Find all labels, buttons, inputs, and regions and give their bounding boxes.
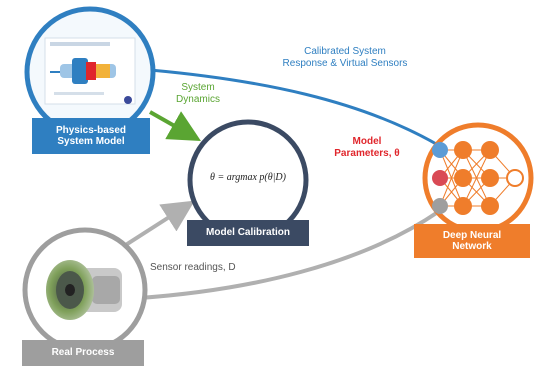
real-process-node [22,227,148,366]
calibrated-response-label: Calibrated System Response & Virtual Sen… [250,46,440,69]
deep-neural-network-title: Deep Neural Network [414,224,530,258]
calibrated-response-line [149,68,439,147]
model-parameters-line2: Parameters, θ [334,147,400,159]
system-dynamics-label: System Dynamics [160,82,236,105]
model-parameters-label: Model Parameters, θ [312,136,422,159]
real-process-title: Real Process [51,347,115,359]
calibrated-response-line1: Calibrated System [304,46,386,57]
physics-model-node [24,6,156,154]
model-calibration-title: Model Calibration [206,227,290,239]
sensor-readings-label: Sensor readings, D [150,262,236,273]
physics-model-title: Physics-based System Model [32,118,150,154]
physics-model-title-line2: System Model [57,136,125,147]
system-dynamics-line2: Dynamics [176,93,220,105]
calibrated-response-line2: Response & Virtual Sensors [282,57,408,69]
deep-neural-network-node [414,122,534,258]
sensor-readings-line [139,210,440,300]
deep-neural-network-title-line2: Network [452,241,492,252]
system-dynamics-arrow [149,110,201,141]
model-calibration-node [187,119,309,246]
turbofan-engine-icon [46,260,122,320]
system-dynamics-line1: System [181,82,215,93]
deep-neural-network-title-line1: Deep Neural [442,229,502,241]
jet-engine-schematic-icon [50,58,116,84]
model-parameters-line1: Model [352,136,382,147]
calibration-equation: θ = argmax p(θ|D) [210,172,286,183]
physics-model-title-line1: Physics-based [55,124,127,136]
